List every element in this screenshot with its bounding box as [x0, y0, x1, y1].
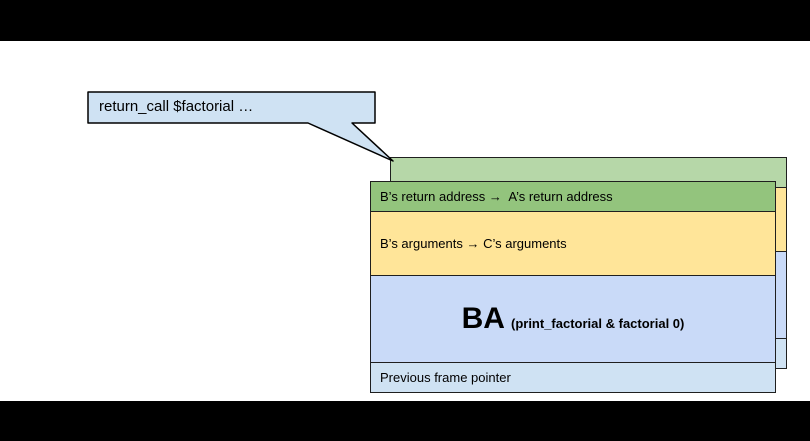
- return-address-label: B’s return address → A’s return address: [380, 189, 613, 204]
- frame-pointer-row: Previous frame pointer: [370, 362, 776, 393]
- callout-label: return_call $factorial …: [99, 98, 254, 115]
- arguments-row: B’s arguments → C’s arguments: [370, 211, 776, 276]
- frame-pointer-label: Previous frame pointer: [380, 370, 511, 385]
- stack-frame-front: B’s return address → A’s return address …: [370, 181, 776, 393]
- arguments-label: B’s arguments → C’s arguments: [380, 236, 567, 251]
- locals-big-label: BA: [461, 302, 505, 335]
- locals-small-label: (print_factorial & factorial 0): [510, 316, 685, 331]
- locals-row: BA (print_factorial & factorial 0): [370, 275, 776, 363]
- return-address-row: B’s return address → A’s return address: [370, 181, 776, 212]
